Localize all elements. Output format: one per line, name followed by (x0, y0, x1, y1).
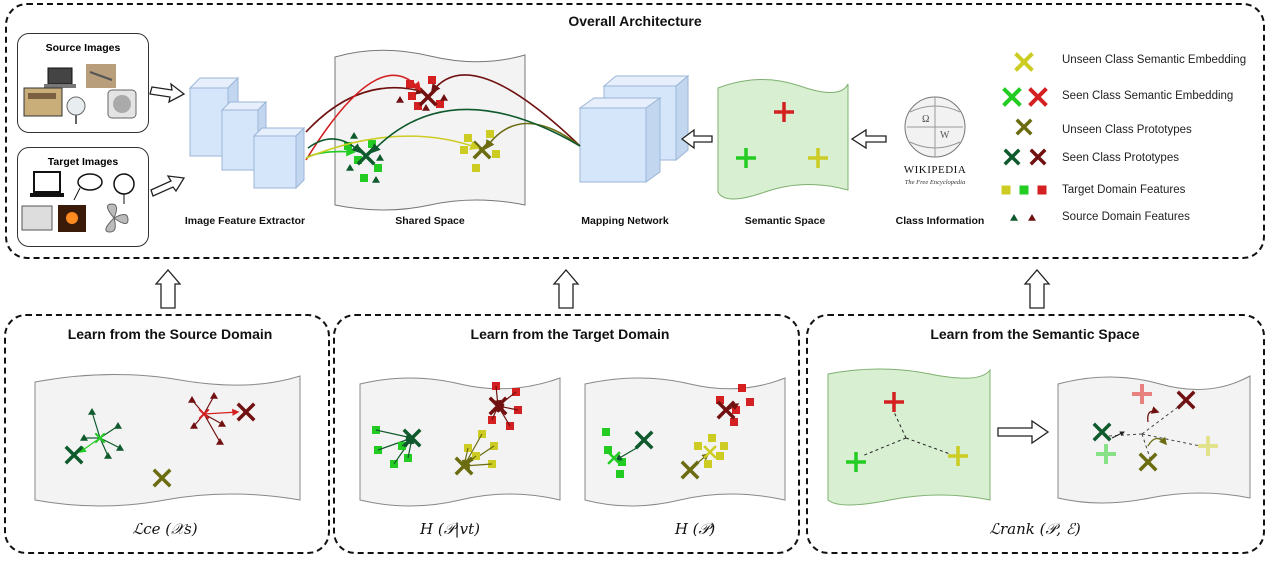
source-domain-loss: ℒce (𝒳s) (132, 520, 198, 538)
hollow-up-arrow-source (154, 269, 182, 309)
source-images-title: Source Images (45, 42, 121, 54)
overall-architecture-box (5, 3, 1265, 259)
target-domain-title: Learn from the Target Domain (470, 326, 670, 342)
semantic-space-loss: ℒrank (𝒫, ℰ) (989, 520, 1081, 538)
legend-label-unseen-prototypes: Unseen Class Prototypes (1062, 124, 1192, 136)
mapping-network-label: Mapping Network (581, 215, 669, 227)
feature-extractor-label: Image Feature Extractor (184, 215, 306, 227)
hollow-up-arrow-target (552, 269, 580, 309)
shared-space-label: Shared Space (395, 215, 465, 227)
legend-label-source-features: Source Domain Features (1062, 211, 1190, 223)
target-domain-loss-conditional: H (𝒫|vt) (420, 520, 480, 538)
semantic-space-label: Semantic Space (744, 215, 826, 227)
source-domain-title: Learn from the Source Domain (67, 326, 273, 342)
overall-title: Overall Architecture (568, 13, 702, 29)
legend-label-seen-semantic: Seen Class Semantic Embedding (1062, 90, 1234, 102)
source-domain-panel (4, 314, 330, 554)
semantic-space-panel (806, 314, 1265, 554)
legend-label-unseen-semantic: Unseen Class Semantic Embedding (1062, 54, 1247, 66)
semantic-space-title: Learn from the Semantic Space (930, 326, 1140, 342)
target-domain-loss-entropy: H (𝒫) (674, 520, 716, 538)
target-images-title: Target Images (47, 156, 119, 168)
source-images-panel: Source Images (17, 33, 149, 133)
wikipedia-wordmark: WIKIPEDIA (903, 164, 967, 176)
target-domain-panel (333, 314, 800, 554)
legend-label-seen-prototypes: Seen Class Prototypes (1062, 152, 1179, 164)
class-information-label: Class Information (895, 215, 985, 227)
hollow-up-arrow-semantic (1023, 269, 1051, 309)
wikipedia-tagline: The Free Encyclopedia (904, 179, 966, 186)
target-images-panel: Target Images (17, 147, 149, 247)
legend-label-target-features: Target Domain Features (1062, 184, 1186, 196)
